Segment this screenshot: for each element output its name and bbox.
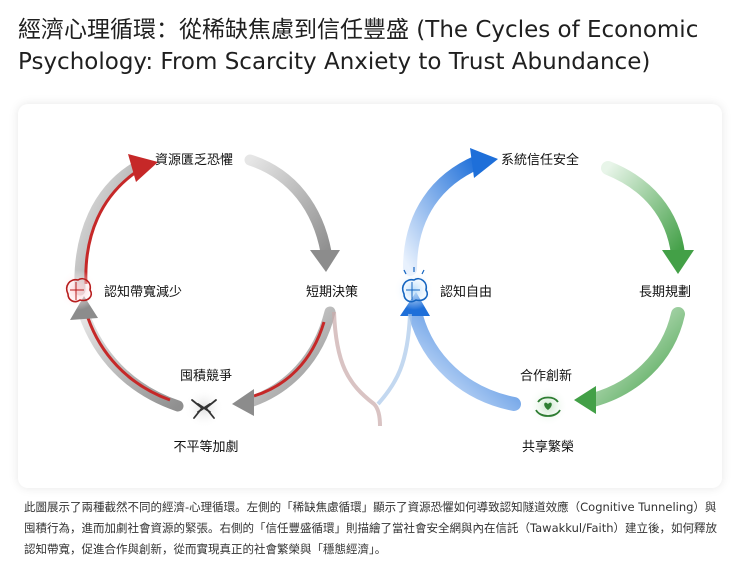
node-shared-prosperity: 共享繁榮: [522, 439, 574, 455]
right-cycle-arrows: [400, 148, 694, 414]
brain-icon-blue: [394, 267, 434, 310]
connecting-ribbon: [332, 311, 412, 427]
node-system-trust-security: 系統信任安全: [501, 152, 579, 168]
sharing-hands-icon: [528, 386, 568, 426]
node-inequality-worsens: 不平等加劇: [173, 439, 238, 455]
figure-caption: 此圖展示了兩種截然不同的經濟-心理循環。左側的「稀缺焦慮循環」顯示了資源恐懼如何…: [24, 500, 718, 556]
diagram-card: 資源匱乏恐懼 短期決策 囤積競爭 不平等加劇 認知帶寬減少 系統信任安全 長期規…: [18, 104, 722, 488]
node-cognitive-bandwidth-reduced: 認知帶寬減少: [104, 284, 182, 300]
node-short-term-decision: 短期決策: [306, 284, 358, 300]
cycle-diagram: 資源匱乏恐懼 短期決策 囤積競爭 不平等加劇 認知帶寬減少 系統信任安全 長期規…: [58, 148, 694, 455]
node-scarcity-fear: 資源匱乏恐懼: [155, 153, 233, 168]
grasping-hands-icon: [184, 388, 224, 428]
node-cognitive-freedom: 認知自由: [440, 284, 492, 300]
node-hoarding-competition: 囤積競爭: [180, 369, 232, 384]
brain-icon-red: [58, 270, 98, 310]
node-cooperation-innovation: 合作創新: [520, 368, 572, 384]
left-cycle-arrows: [70, 154, 340, 416]
page-title: 經濟心理循環：從稀缺焦慮到信任豐盛 (The Cycles of Economi…: [18, 17, 699, 75]
node-long-term-planning: 長期規劃: [639, 285, 691, 300]
